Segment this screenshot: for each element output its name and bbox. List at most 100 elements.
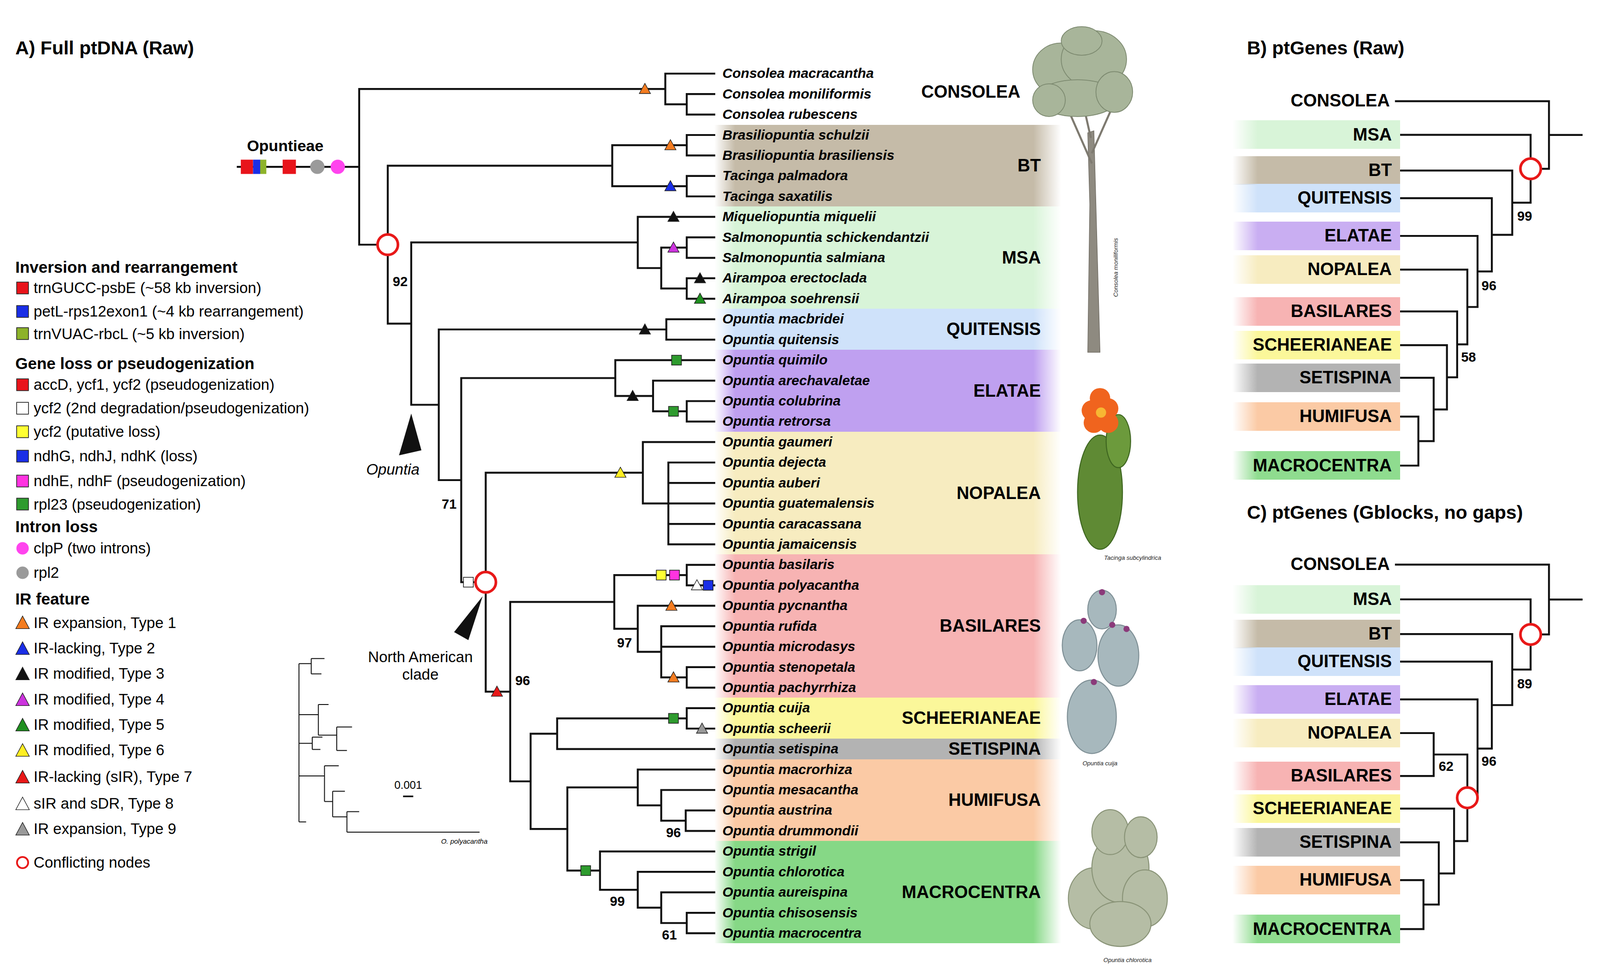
species-name: Opuntia pachyrrhiza — [722, 679, 857, 696]
clade-name: HUMIFUSA — [1299, 869, 1392, 890]
legend-text: clpP (two introns) — [33, 539, 151, 557]
legend-swatch — [15, 821, 30, 836]
legend-swatch — [15, 496, 30, 512]
clade-name: ELATAE — [1324, 225, 1392, 246]
clade-name: QUITENSIS — [946, 319, 1041, 339]
clade-name: MACROCENTRA — [1252, 455, 1392, 476]
clade-band: SCHEERIANEAE — [1232, 794, 1400, 823]
pseudogene-square — [282, 159, 297, 175]
panel-title: A) Full ptDNA (Raw) — [15, 37, 194, 59]
legend-triangle — [15, 718, 30, 731]
clade-band: SETISPINA — [1232, 827, 1400, 857]
support-value: 71 — [440, 496, 458, 512]
species-name: Airampoa soehrensii — [722, 290, 860, 307]
cactus-trunk — [1087, 130, 1101, 353]
clade-name: SCHEERIANEAE — [1252, 334, 1392, 355]
clade-band: NOPALEA — [1232, 255, 1400, 284]
tribe-label: Opuntieae — [246, 136, 324, 155]
legend-square — [16, 498, 29, 511]
legend-square — [16, 305, 29, 318]
legend-text: rpl23 (pseudogenization) — [33, 495, 201, 514]
species-name: Salmonopuntia schickendantzii — [722, 229, 929, 246]
clade-name: NOPALEA — [956, 483, 1041, 503]
species-name: Opuntia microdasys — [722, 638, 856, 655]
legend-swatch — [15, 473, 30, 489]
species-name: Opuntia austrina — [722, 801, 833, 818]
legend-heading: IR feature — [15, 589, 90, 608]
legend-text: accD, ycf1, ycf2 (pseudogenization) — [33, 375, 275, 394]
cactus-fruit — [1098, 589, 1105, 596]
legend-square — [16, 425, 29, 438]
clade-name: HUMIFUSA — [948, 789, 1041, 810]
cactus-pad — [1067, 679, 1116, 754]
legend-heading: Gene loss or pseudogenization — [15, 354, 255, 373]
legend-text: IR expansion, Type 9 — [33, 819, 176, 838]
clade-band: ELATAE — [1232, 684, 1400, 714]
legend-swatch — [15, 565, 30, 580]
clade-band: NOPALEA — [714, 431, 1062, 555]
legend-text: ndhG, ndhJ, ndhK (loss) — [33, 447, 198, 465]
legend-swatch — [15, 717, 30, 732]
legend-square — [16, 402, 29, 415]
species-name: Opuntia rufida — [722, 618, 818, 635]
clade-name: QUITENSIS — [1297, 651, 1392, 672]
clade-name: NOPALEA — [1307, 259, 1392, 280]
species-name: Opuntia macrocentra — [722, 924, 862, 941]
legend-text: IR-lacking (sIR), Type 7 — [33, 767, 193, 786]
panel-title: B) ptGenes (Raw) — [1246, 37, 1405, 59]
species-name: Brasiliopuntia schulzii — [722, 127, 870, 144]
species-name: Opuntia mesacantha — [722, 781, 859, 798]
legend-swatch — [15, 614, 30, 630]
cactus-pad — [1091, 809, 1129, 854]
legend-swatch — [15, 326, 30, 341]
clade-band: BASILARES — [1232, 761, 1400, 790]
clade-arrow — [398, 413, 422, 456]
species-name: Consolea rubescens — [722, 106, 858, 123]
clade-name: QUITENSIS — [1297, 187, 1392, 208]
inversion-square — [240, 159, 254, 175]
legend-triangle — [15, 822, 30, 836]
legend-swatch — [15, 854, 30, 870]
clade-band: SETISPINA — [1232, 363, 1400, 392]
clade-name: CONSOLEA — [1290, 554, 1390, 575]
clade-name: BASILARES — [1290, 301, 1392, 322]
legend-triangle — [15, 615, 30, 629]
ir-feature-triangle — [667, 241, 679, 252]
conflict-ring — [1520, 158, 1541, 179]
clade-band: SCHEERIANEAE — [1232, 330, 1400, 360]
clade-name: SCHEERIANEAE — [1252, 798, 1392, 818]
legend-text: trnVUAC-rbcL (~5 kb inversion) — [33, 325, 245, 343]
rearrangement-square — [252, 159, 261, 175]
legend-swatch — [15, 540, 30, 556]
legend-circle — [16, 541, 29, 555]
species-name: Opuntia colubrina — [722, 392, 841, 409]
species-name: Opuntia aureispina — [722, 883, 848, 900]
legend-heading: Inversion and rearrangement — [15, 257, 238, 277]
clade-band: MSA — [1232, 120, 1400, 149]
species-name: Opuntia chisosensis — [722, 904, 858, 921]
legend-swatch — [15, 400, 30, 416]
cactus-fruit — [1080, 617, 1087, 624]
legend-swatch — [15, 640, 30, 656]
photo-caption: Opuntia cuija — [1082, 759, 1118, 767]
legend-square — [16, 327, 29, 340]
gene-event-square — [580, 865, 591, 876]
ir-feature-triangle — [667, 211, 679, 222]
scale-bar — [402, 795, 414, 798]
cactus-pad — [1089, 901, 1151, 946]
inset-phylogram — [298, 658, 480, 832]
cactus-pad — [1062, 619, 1097, 671]
conflict-ring — [475, 571, 496, 592]
legend-swatch — [15, 691, 30, 707]
clade-name: MSA — [1353, 589, 1392, 609]
support-value: 96 — [1480, 753, 1498, 769]
legend-text: petL-rps12exon1 (~4 kb rearrangement) — [33, 302, 304, 321]
cactus-pad — [1124, 816, 1158, 858]
photo-caption: Opuntia chlorotica — [1103, 956, 1152, 964]
species-name: Tacinga saxatilis — [722, 188, 833, 205]
support-value: 62 — [1437, 758, 1455, 774]
clade-band: MSA — [1232, 584, 1400, 614]
cactus-canopy — [1096, 71, 1133, 113]
clade-band: HUMIFUSA — [1232, 865, 1400, 894]
clade-name: MSA — [1353, 124, 1392, 145]
